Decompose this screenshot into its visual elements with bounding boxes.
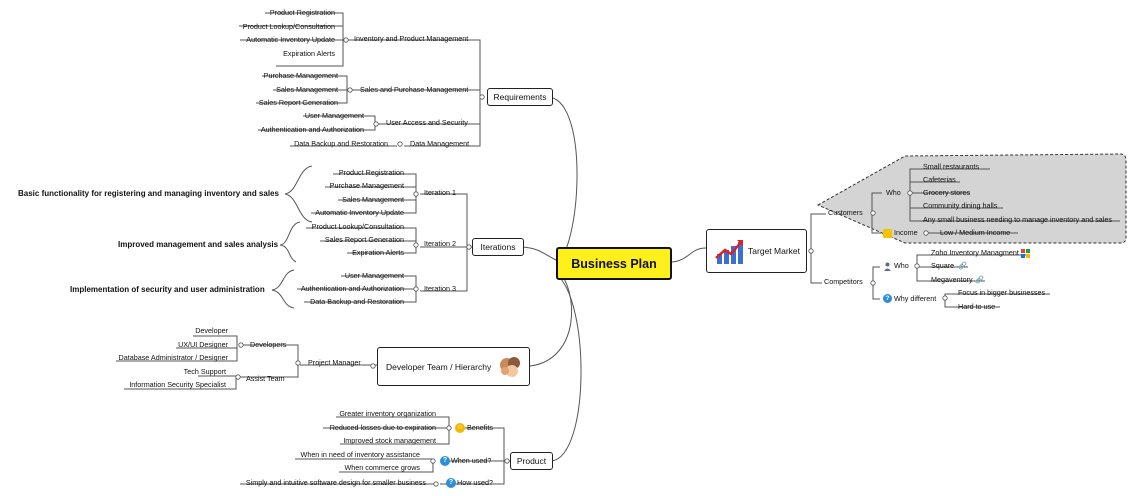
subtopic-access[interactable]: User Access and Security [386, 118, 468, 127]
link-icon[interactable]: 🔗 [975, 275, 984, 284]
project-manager[interactable]: Project Manager [308, 358, 361, 367]
question-icon: ? [440, 456, 450, 466]
item[interactable]: Product Registration [269, 8, 335, 17]
requirements-topic[interactable]: Requirements [487, 88, 553, 106]
growth-chart-icon [715, 240, 743, 264]
income[interactable]: Income [894, 228, 918, 237]
item[interactable]: Authentication and Authorization [260, 125, 364, 134]
zoho-logo-icon [1021, 249, 1030, 258]
item[interactable]: Sales Report Generation [324, 235, 404, 244]
item[interactable]: Automatic Inventory Update [315, 208, 404, 217]
iteration-2-note: Improved management and sales analysis [118, 240, 279, 249]
subtopic-inventory[interactable]: Inventory and Product Management [354, 34, 469, 43]
item[interactable]: Community dining halls [923, 201, 998, 210]
item[interactable]: Authentication and Authorization [300, 284, 404, 293]
item[interactable]: Any small business needing to manage inv… [923, 215, 1112, 224]
item[interactable]: Megaventory [931, 275, 973, 284]
question-icon: ? [446, 478, 456, 488]
person-icon [884, 262, 891, 271]
teamwork-hands-icon [500, 357, 520, 377]
item[interactable]: Reduced losses due to expiration [329, 423, 436, 432]
item[interactable]: Data Backup and Restoration [294, 139, 388, 148]
item[interactable]: User Management [304, 111, 364, 120]
customers-who[interactable]: Who [886, 188, 901, 197]
item[interactable]: Information Security Specialist [129, 380, 226, 389]
item[interactable]: Purchase Management [263, 71, 338, 80]
assist-team[interactable]: Assist Team [246, 374, 285, 383]
item[interactable]: Product Lookup/Consultation [242, 22, 335, 31]
money-icon [883, 229, 892, 238]
iteration-2[interactable]: Iteration 2 [424, 239, 456, 248]
item[interactable]: Simply and intuitive software design for… [245, 478, 426, 487]
item[interactable]: Purchase Management [329, 181, 404, 190]
subtopic-data[interactable]: Data Management [410, 139, 470, 148]
item[interactable]: Developer [195, 326, 228, 335]
link-icon[interactable]: 🔗 [958, 261, 967, 270]
item[interactable]: Small restaurants [923, 162, 979, 171]
item[interactable]: Sales Report Generation [258, 98, 338, 107]
iteration-1[interactable]: Iteration 1 [424, 188, 456, 197]
competitors[interactable]: Competitors [824, 277, 863, 286]
item[interactable]: Improved stock management [343, 436, 436, 445]
item[interactable]: When commerce grows [344, 463, 421, 472]
iteration-3[interactable]: Iteration 3 [424, 284, 456, 293]
developer-team-topic[interactable]: Developer Team / Hierarchy [377, 347, 530, 386]
item[interactable]: Hard to use [958, 302, 996, 311]
developer-team-label: Developer Team / Hierarchy [386, 361, 492, 372]
item[interactable]: Expiration Alerts [283, 49, 335, 58]
customers[interactable]: Customers [828, 208, 863, 217]
item[interactable]: Database Administrator / Designer [118, 353, 228, 362]
iteration-1-note: Basic functionality for registering and … [18, 189, 279, 198]
item[interactable]: When in need of inventory assistance [300, 450, 420, 459]
income-value[interactable]: Low / Medium Income [940, 228, 1011, 237]
item[interactable]: Square [931, 261, 955, 270]
iterations-topic[interactable]: Iterations [472, 238, 524, 256]
item[interactable]: User Management [344, 271, 404, 280]
subtopic-sales[interactable]: Sales and Purchase Management [360, 85, 469, 94]
item[interactable]: Tech Support [183, 367, 226, 376]
item[interactable]: Automatic Inventory Update [246, 35, 335, 44]
item[interactable]: Grocery stores [923, 188, 971, 197]
competitors-who[interactable]: Who [894, 261, 909, 270]
item[interactable]: Sales Management [342, 195, 404, 204]
when-used[interactable]: When used? [451, 456, 492, 465]
why-different[interactable]: Why different [894, 294, 937, 303]
benefits[interactable]: Benefits [467, 423, 493, 432]
item[interactable]: Product Registration [338, 168, 404, 177]
smiley-icon: ☺ [455, 423, 465, 433]
item[interactable]: Focus in bigger businesses [958, 288, 1046, 297]
product-topic[interactable]: Product [510, 452, 553, 470]
item[interactable]: Sales Management [276, 85, 338, 94]
item[interactable]: Product Lookup/Consultation [311, 222, 404, 231]
item[interactable]: Zoho Inventory Managment [931, 248, 1019, 257]
item[interactable]: UX/UI Designer [178, 340, 228, 349]
item[interactable]: Expiration Alerts [352, 248, 404, 257]
central-topic[interactable]: Business Plan [556, 247, 672, 280]
question-icon: ? [883, 294, 892, 303]
item[interactable]: Cafeterias [923, 175, 956, 184]
target-market-label: Target Market [748, 246, 800, 256]
iteration-3-note: Implementation of security and user admi… [70, 285, 265, 294]
target-market-topic[interactable]: Target Market [706, 229, 807, 273]
item[interactable]: Data Backup and Restoration [310, 297, 404, 306]
how-used[interactable]: How used? [457, 478, 493, 487]
item[interactable]: Greater inventory organization [339, 409, 436, 418]
developers[interactable]: Developers [250, 340, 287, 349]
